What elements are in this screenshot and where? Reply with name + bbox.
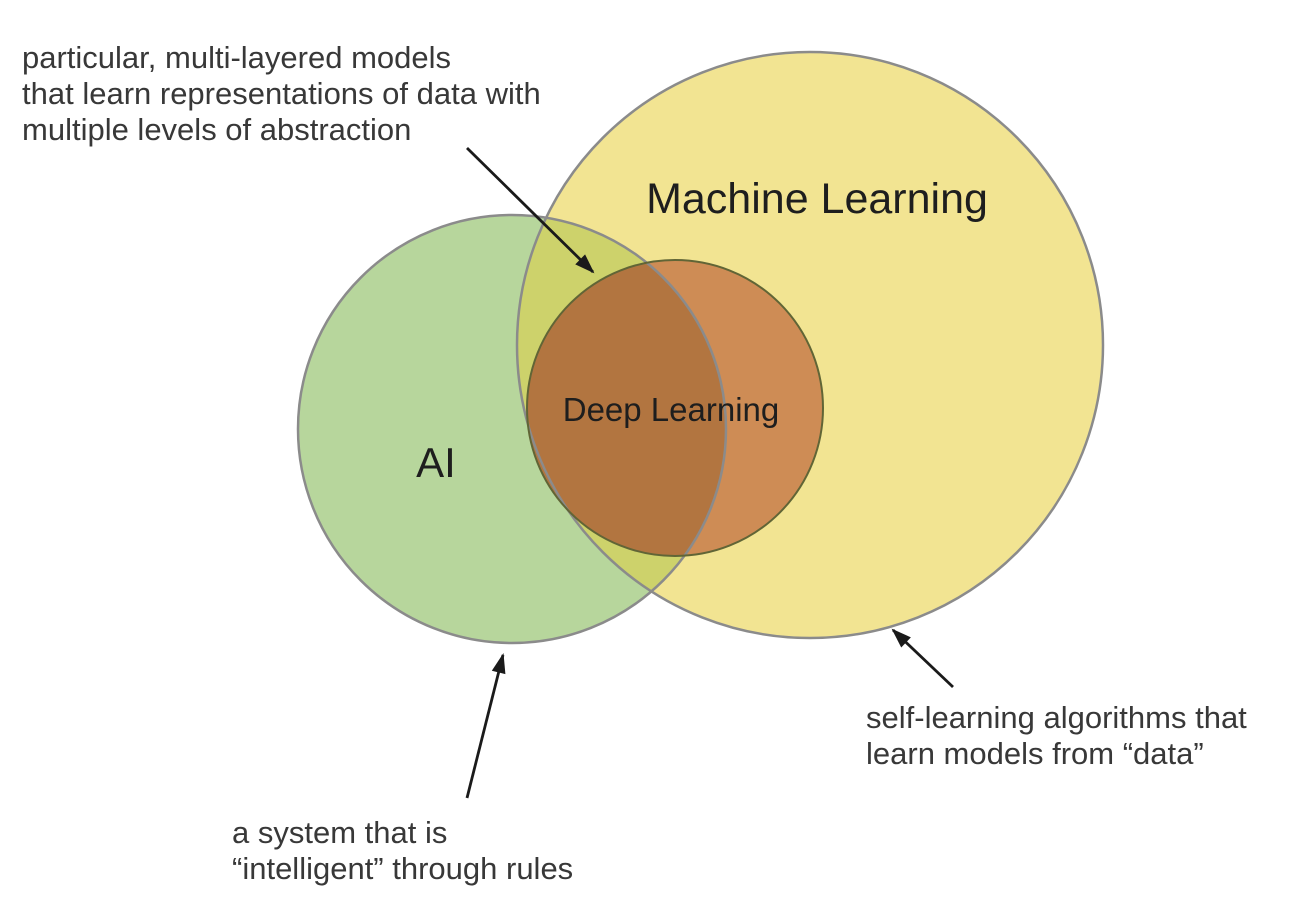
arrow-to-dl-circle xyxy=(466,147,595,274)
dl-note-line-1: particular, multi-layered models xyxy=(22,40,451,75)
ml-circle-outline xyxy=(515,50,1105,640)
ml-note-line-2: learn models from “data” xyxy=(866,736,1204,771)
ai-note-line-1: a system that is xyxy=(232,815,447,850)
ai-note-line-2: “intelligent” through rules xyxy=(232,851,573,886)
ai-circle-outline xyxy=(296,213,728,645)
dl-note-line-3: multiple levels of abstraction xyxy=(22,112,411,147)
arrow-to-ml-circle xyxy=(891,628,954,689)
arrow-to-ai-circle xyxy=(465,653,506,799)
dl-ai-overlap-region xyxy=(527,260,726,556)
dl-label: Deep Learning xyxy=(563,391,780,428)
ml-label: Machine Learning xyxy=(646,175,988,223)
ai-label: AI xyxy=(416,439,456,486)
ml-note-line-1: self-learning algorithms that xyxy=(866,700,1247,735)
dl-circle-outline xyxy=(526,259,824,557)
dl-note-line-2: that learn representations of data with xyxy=(22,76,541,111)
